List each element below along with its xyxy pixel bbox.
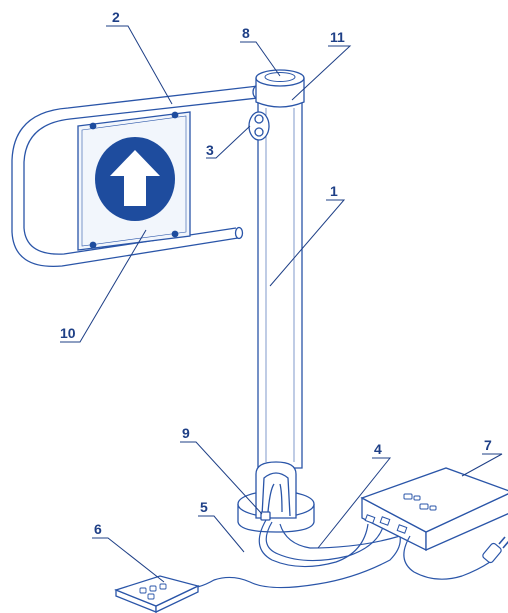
panel-screw-icon bbox=[171, 111, 179, 119]
control-box bbox=[360, 467, 508, 552]
label-9: 9 bbox=[182, 425, 190, 441]
leader-lines bbox=[60, 25, 503, 583]
callout-labels: 2 8 11 3 1 10 9 4 5 6 7 bbox=[60, 9, 492, 537]
box-connector-icon bbox=[364, 514, 408, 534]
panel-screw-icon bbox=[89, 122, 97, 130]
label-2: 2 bbox=[112, 9, 120, 25]
up-arrow-icon bbox=[95, 137, 175, 221]
cables bbox=[165, 519, 401, 590]
label-1: 1 bbox=[330, 183, 338, 199]
sign-panel bbox=[77, 111, 191, 251]
post-cap bbox=[255, 69, 305, 108]
label-5: 5 bbox=[200, 499, 208, 515]
label-8: 8 bbox=[242, 25, 250, 41]
label-10: 10 bbox=[60, 325, 76, 341]
panel-screw-icon bbox=[171, 230, 179, 238]
label-4: 4 bbox=[374, 441, 382, 457]
power-plug-icon bbox=[482, 536, 508, 564]
panel-screw-icon bbox=[89, 241, 97, 249]
remote-button-icon bbox=[139, 583, 167, 600]
label-6: 6 bbox=[94, 521, 102, 537]
cable-outlet bbox=[255, 461, 297, 521]
box-switch-icon bbox=[403, 493, 437, 511]
label-11: 11 bbox=[330, 29, 345, 45]
label-7: 7 bbox=[484, 437, 492, 453]
lock-cylinder bbox=[248, 111, 270, 141]
remote-control-panel bbox=[114, 575, 200, 613]
top-cover bbox=[264, 72, 296, 82]
power-cord bbox=[403, 535, 491, 580]
label-3: 3 bbox=[206, 142, 214, 158]
